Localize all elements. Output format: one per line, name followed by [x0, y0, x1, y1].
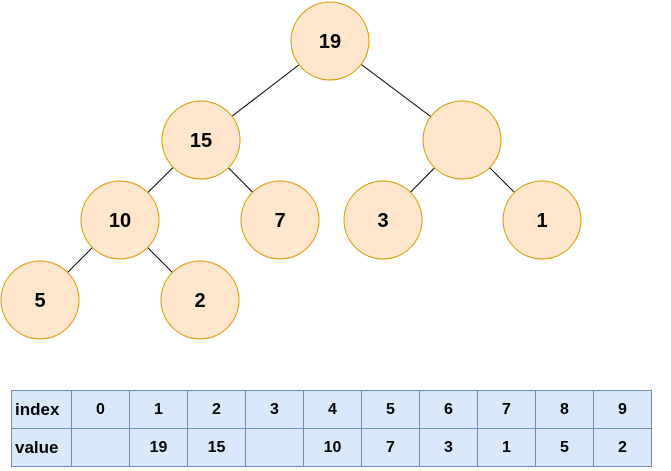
index-row-header: index: [11, 390, 72, 429]
tree-node-circle: [290, 1, 370, 81]
tree-node-value: 1: [536, 210, 547, 232]
tree-node: 2: [160, 260, 240, 340]
tree-node-value: 5: [34, 290, 45, 312]
tree-node: 1: [502, 180, 582, 260]
edge-n3-n6: [410, 167, 435, 193]
value-row-header: value: [11, 428, 72, 467]
tree-node-circle: [161, 100, 241, 180]
tree-node-circle: [160, 260, 240, 340]
tree-node-value: 15: [190, 130, 212, 152]
index-cell: 6: [419, 390, 478, 429]
index-cell: 3: [245, 390, 304, 429]
tree-node: 19: [290, 1, 370, 81]
edge-n2-n4: [147, 167, 174, 193]
tree-node-circle: [422, 100, 502, 180]
tree-node: [422, 100, 502, 180]
index-cell: 9: [593, 390, 652, 429]
value-cell: 5: [535, 428, 594, 467]
value-cell: 10: [303, 428, 362, 467]
edge-n3-n7: [489, 167, 515, 193]
tree-node-value: 10: [109, 210, 131, 232]
edge-n2-n5: [228, 167, 253, 193]
index-cell: 7: [477, 390, 536, 429]
tree-node: 3: [343, 180, 423, 260]
tree-node: 10: [80, 180, 160, 260]
tree-node-circle: [80, 180, 160, 260]
tree-node-value: 3: [377, 210, 388, 232]
value-cell: 7: [361, 428, 420, 467]
edge-n4-n8: [67, 247, 93, 273]
tree-node: 5: [0, 260, 80, 340]
edge-n1-n3: [360, 64, 432, 117]
value-cell: 19: [129, 428, 188, 467]
index-cell: 4: [303, 390, 362, 429]
value-cell: 2: [593, 428, 652, 467]
index-cell: 5: [361, 390, 420, 429]
tree-node: 7: [240, 180, 320, 260]
index-cell: 2: [187, 390, 246, 429]
index-cell: 0: [71, 390, 130, 429]
index-cell: 1: [129, 390, 188, 429]
edge-n4-n9: [147, 247, 173, 273]
value-cell: 15: [187, 428, 246, 467]
tree-node-circle: [343, 180, 423, 260]
tree-node-value: 2: [194, 290, 205, 312]
value-cell: 3: [419, 428, 478, 467]
tree-node-circle: [502, 180, 582, 260]
index-cell: 8: [535, 390, 594, 429]
value-cell: [245, 428, 304, 467]
tree-node-value: 7: [274, 210, 285, 232]
edge-n1-n2: [231, 64, 300, 117]
tree-node-value: 19: [319, 31, 341, 53]
tree-node-circle: [0, 260, 80, 340]
tree-edges: [67, 64, 515, 273]
value-cell: 1: [477, 428, 536, 467]
tree-node: 15: [161, 100, 241, 180]
value-cell: [71, 428, 130, 467]
tree-node-circle: [240, 180, 320, 260]
